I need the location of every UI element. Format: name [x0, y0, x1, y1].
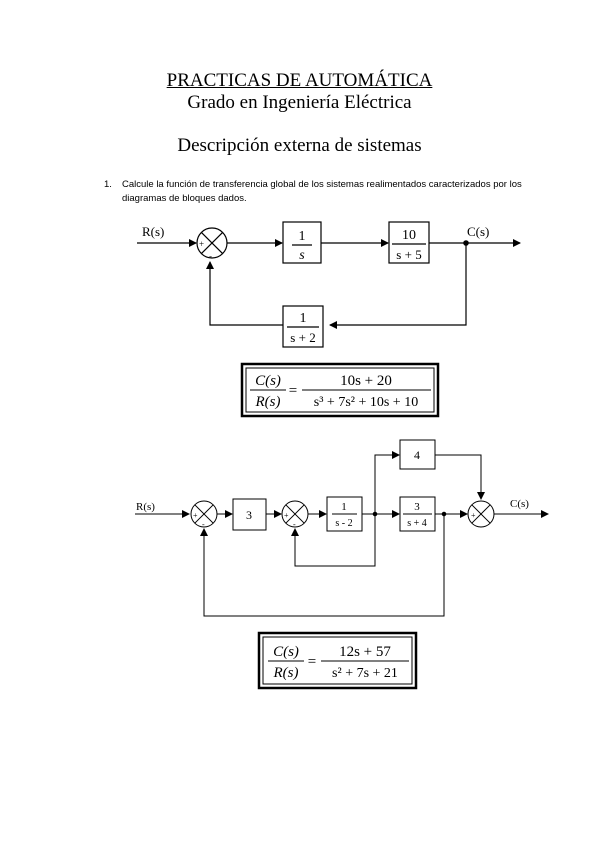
d2-ans-lhs-den: R(s)	[273, 665, 299, 681]
d2-blocka-num: 1	[341, 501, 347, 513]
d2-gain-value: 3	[246, 508, 252, 522]
block-diagram-2: R(s) + - 3 + - 1 s - 2	[135, 439, 549, 617]
d2-block-b: 3 s + 4	[399, 496, 436, 532]
d2-inner-feedback	[291, 514, 376, 567]
question-1: 1. Calcule la función de transferencia g…	[104, 178, 544, 206]
d2-blockb-den: s + 4	[407, 518, 427, 529]
d1-output-label: C(s)	[467, 224, 489, 239]
d1-feedback-path-in	[206, 261, 283, 326]
d2-blockb-num: 3	[414, 501, 420, 513]
section-title: Descripción externa de sistemas	[177, 135, 422, 156]
d2-output-label: C(s)	[510, 498, 529, 510]
d1-feedback-path-out	[329, 243, 467, 329]
d2-summing-junction-1: + -	[190, 500, 218, 529]
d1-sum-minus: -	[209, 251, 212, 261]
d1-fb-den: s + 2	[290, 330, 315, 345]
d1-summing-junction: + -	[196, 227, 228, 261]
page-subtitle: Grado en Ingeniería Eléctrica	[187, 92, 412, 113]
d1-input-label: R(s)	[142, 224, 164, 239]
d2-ans-eq: =	[308, 654, 316, 670]
d2-ans-den: s² + 7s + 21	[332, 666, 398, 681]
question-number: 1.	[104, 179, 112, 190]
d2-block-a: 1 s - 2	[326, 496, 363, 532]
d2-sum3-plus: +	[471, 511, 476, 520]
d2-forward-path-out	[435, 454, 485, 500]
d2-answer-box: C(s) R(s) = 12s + 57 s² + 7s + 21	[257, 631, 418, 690]
d2-ans-lhs-num: C(s)	[273, 644, 299, 660]
question-text: Calcule la función de transferencia glob…	[122, 179, 522, 204]
d1-ans-num: 10s + 20	[340, 373, 392, 389]
d2-block-forward-gain: 4	[399, 439, 436, 470]
d1-block-integrator: 1 s	[282, 221, 322, 264]
d1-b2-den: s + 5	[396, 247, 421, 262]
d1-fb-num: 1	[300, 311, 307, 326]
d1-b2-num: 10	[402, 228, 416, 243]
block-diagram-1: R(s) + - 1 s 10 s + 5 C(s) 1	[137, 221, 521, 348]
d1-sum-plus: +	[199, 239, 204, 249]
d2-sum1-minus: -	[202, 520, 205, 529]
page-title: PRACTICAS DE AUTOMÁTICA	[166, 70, 433, 91]
d1-ans-den: s³ + 7s² + 10s + 10	[314, 395, 418, 410]
d2-blocka-den: s - 2	[335, 518, 352, 529]
d1-ans-eq: =	[289, 383, 297, 399]
d1-ans-lhs-num: C(s)	[255, 373, 281, 389]
d1-block-feedback: 1 s + 2	[282, 305, 324, 348]
d2-sum1-plus: +	[193, 511, 198, 520]
d2-ans-num: 12s + 57	[339, 644, 391, 660]
d2-block-gain: 3	[232, 498, 267, 531]
d2-sum2-minus: -	[293, 520, 296, 529]
d1-b1-den: s	[299, 248, 305, 263]
d1-ans-lhs-den: R(s)	[255, 394, 281, 410]
d2-outer-feedback	[200, 514, 445, 617]
d2-input-label: R(s)	[136, 501, 155, 513]
d1-block-plant: 10 s + 5	[388, 221, 430, 264]
d2-sum2-plus: +	[284, 511, 289, 520]
d2-forward-gain-value: 4	[414, 448, 420, 462]
d2-summing-junction-2: + -	[281, 500, 309, 529]
d1-answer-box: C(s) R(s) = 10s + 20 s³ + 7s² + 10s + 10	[240, 362, 440, 418]
d1-b1-num: 1	[299, 229, 306, 244]
d2-summing-junction-3: +	[467, 500, 495, 528]
d2-forward-path-in	[374, 451, 400, 514]
